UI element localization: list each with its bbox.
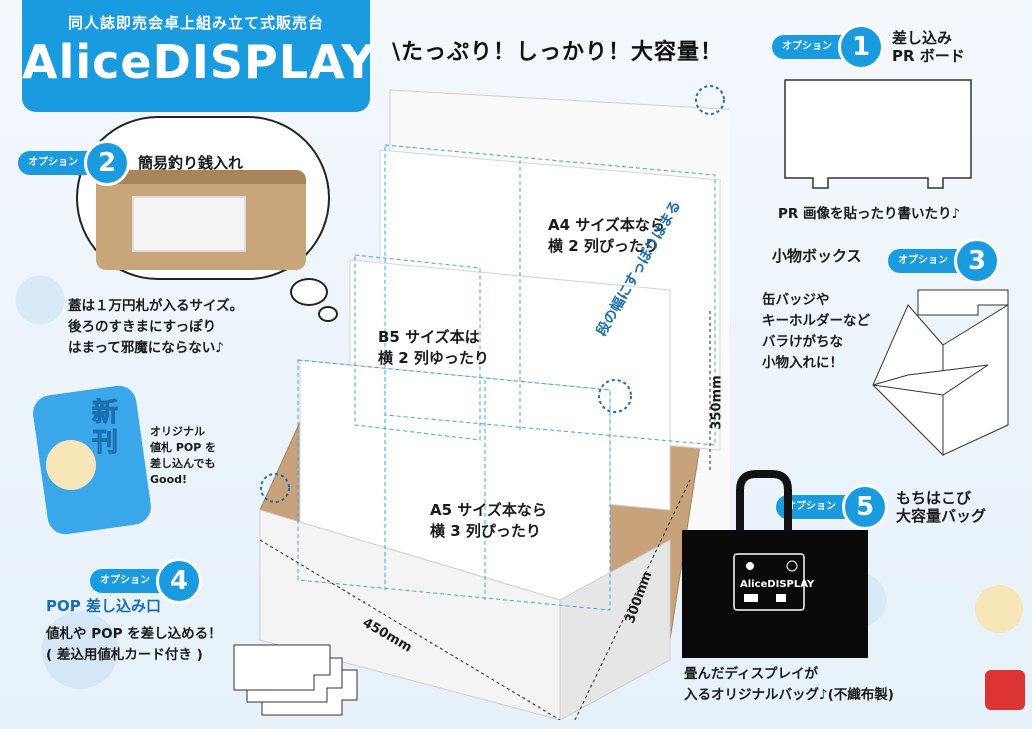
- pop-card-illustration: [233, 644, 358, 716]
- dim-height: 350mm: [709, 375, 725, 430]
- dim-line-width: [259, 539, 561, 720]
- marker-box: [598, 379, 632, 413]
- dim-line-depth: [574, 479, 691, 720]
- option2-header: オプション 2 簡易釣り銭入れ: [18, 140, 243, 186]
- option2-desc: 蓋は１万円札が入るサイズ。 後ろのすきまにすっぽり はまって邪魔にならない♪: [68, 298, 244, 356]
- option-number: 4: [156, 558, 202, 604]
- a4-guide: [384, 144, 716, 446]
- bag-logo: AliceDISPLAY: [740, 579, 815, 590]
- option3-header: オプション 3: [888, 238, 1000, 284]
- pop-note: オリジナル 値札 POP を 差し込んでも Good!: [150, 425, 217, 486]
- option1-title: 差し込み PR ボード: [892, 29, 965, 65]
- a4-label: A4 サイズ本なら 横 2 列ぴったり: [548, 216, 665, 255]
- option5-desc: 畳んだディスプレイが 入るオリジナルバッグ♪(不織布製): [684, 666, 894, 703]
- thought-bubble-small: [318, 306, 338, 322]
- bag-body: [682, 530, 868, 658]
- thought-bubble: [290, 278, 328, 306]
- logo-title: AliceDISPLAY: [22, 35, 376, 89]
- display-illustration: [259, 85, 730, 720]
- option-number: 2: [84, 140, 130, 186]
- base-side: [559, 539, 671, 720]
- shelf: [96, 170, 306, 184]
- b5-guide: [354, 254, 481, 441]
- b5-label: B5 サイズ本は 横 2 列ゆったり: [378, 328, 489, 367]
- pr-board-illustration: [784, 79, 972, 189]
- coin-tray: [132, 196, 246, 252]
- small-box-illustration: [872, 289, 1009, 457]
- a5-guide: [297, 359, 611, 611]
- new-release-text: 新 刊: [91, 398, 119, 459]
- option2-title: 簡易釣り銭入れ: [138, 154, 244, 172]
- option1-header: オプション 1 差し込み PR ボード: [772, 24, 965, 70]
- slogan: \たっぷり！しっかり！大容量！: [392, 40, 724, 65]
- option-number: 3: [954, 238, 1000, 284]
- bag-illustration: [682, 470, 868, 658]
- option5-header: オプション 5 もちはこび 大容量バッグ: [776, 484, 986, 530]
- character-bag: [985, 670, 1025, 710]
- character-face-right: [975, 585, 1023, 633]
- option4-header: オプション 4: [90, 558, 202, 604]
- option3-title: 小物ボックス: [772, 247, 862, 265]
- option4-title: POP 差し込み口: [46, 597, 161, 615]
- base-front: [259, 509, 561, 720]
- marker-pr: [695, 85, 725, 115]
- option-number: 5: [842, 484, 888, 530]
- logo-block: 同人誌即売会卓上組み立て式販売台 AliceDISPLAY: [22, 0, 376, 112]
- logo-subtitle: 同人誌即売会卓上組み立て式販売台: [67, 14, 324, 32]
- option1-desc: PR 画像を貼ったり書いたり♪: [778, 206, 961, 222]
- marker-pop: [260, 473, 290, 503]
- option3-desc: 缶バッジや キーホルダーなど バラけがちな 小物入れに！: [762, 292, 870, 371]
- option4-desc: 値札や POP を差し込める！ ( 差込用値札カード付き ): [46, 626, 222, 663]
- option5-title: もちはこび 大容量バッグ: [896, 489, 987, 525]
- a5-label: A5 サイズ本なら 横 3 列ぴったり: [430, 501, 547, 540]
- coin-tray-photo: [96, 170, 306, 270]
- character-face: [46, 440, 96, 490]
- option-number: 1: [838, 24, 884, 70]
